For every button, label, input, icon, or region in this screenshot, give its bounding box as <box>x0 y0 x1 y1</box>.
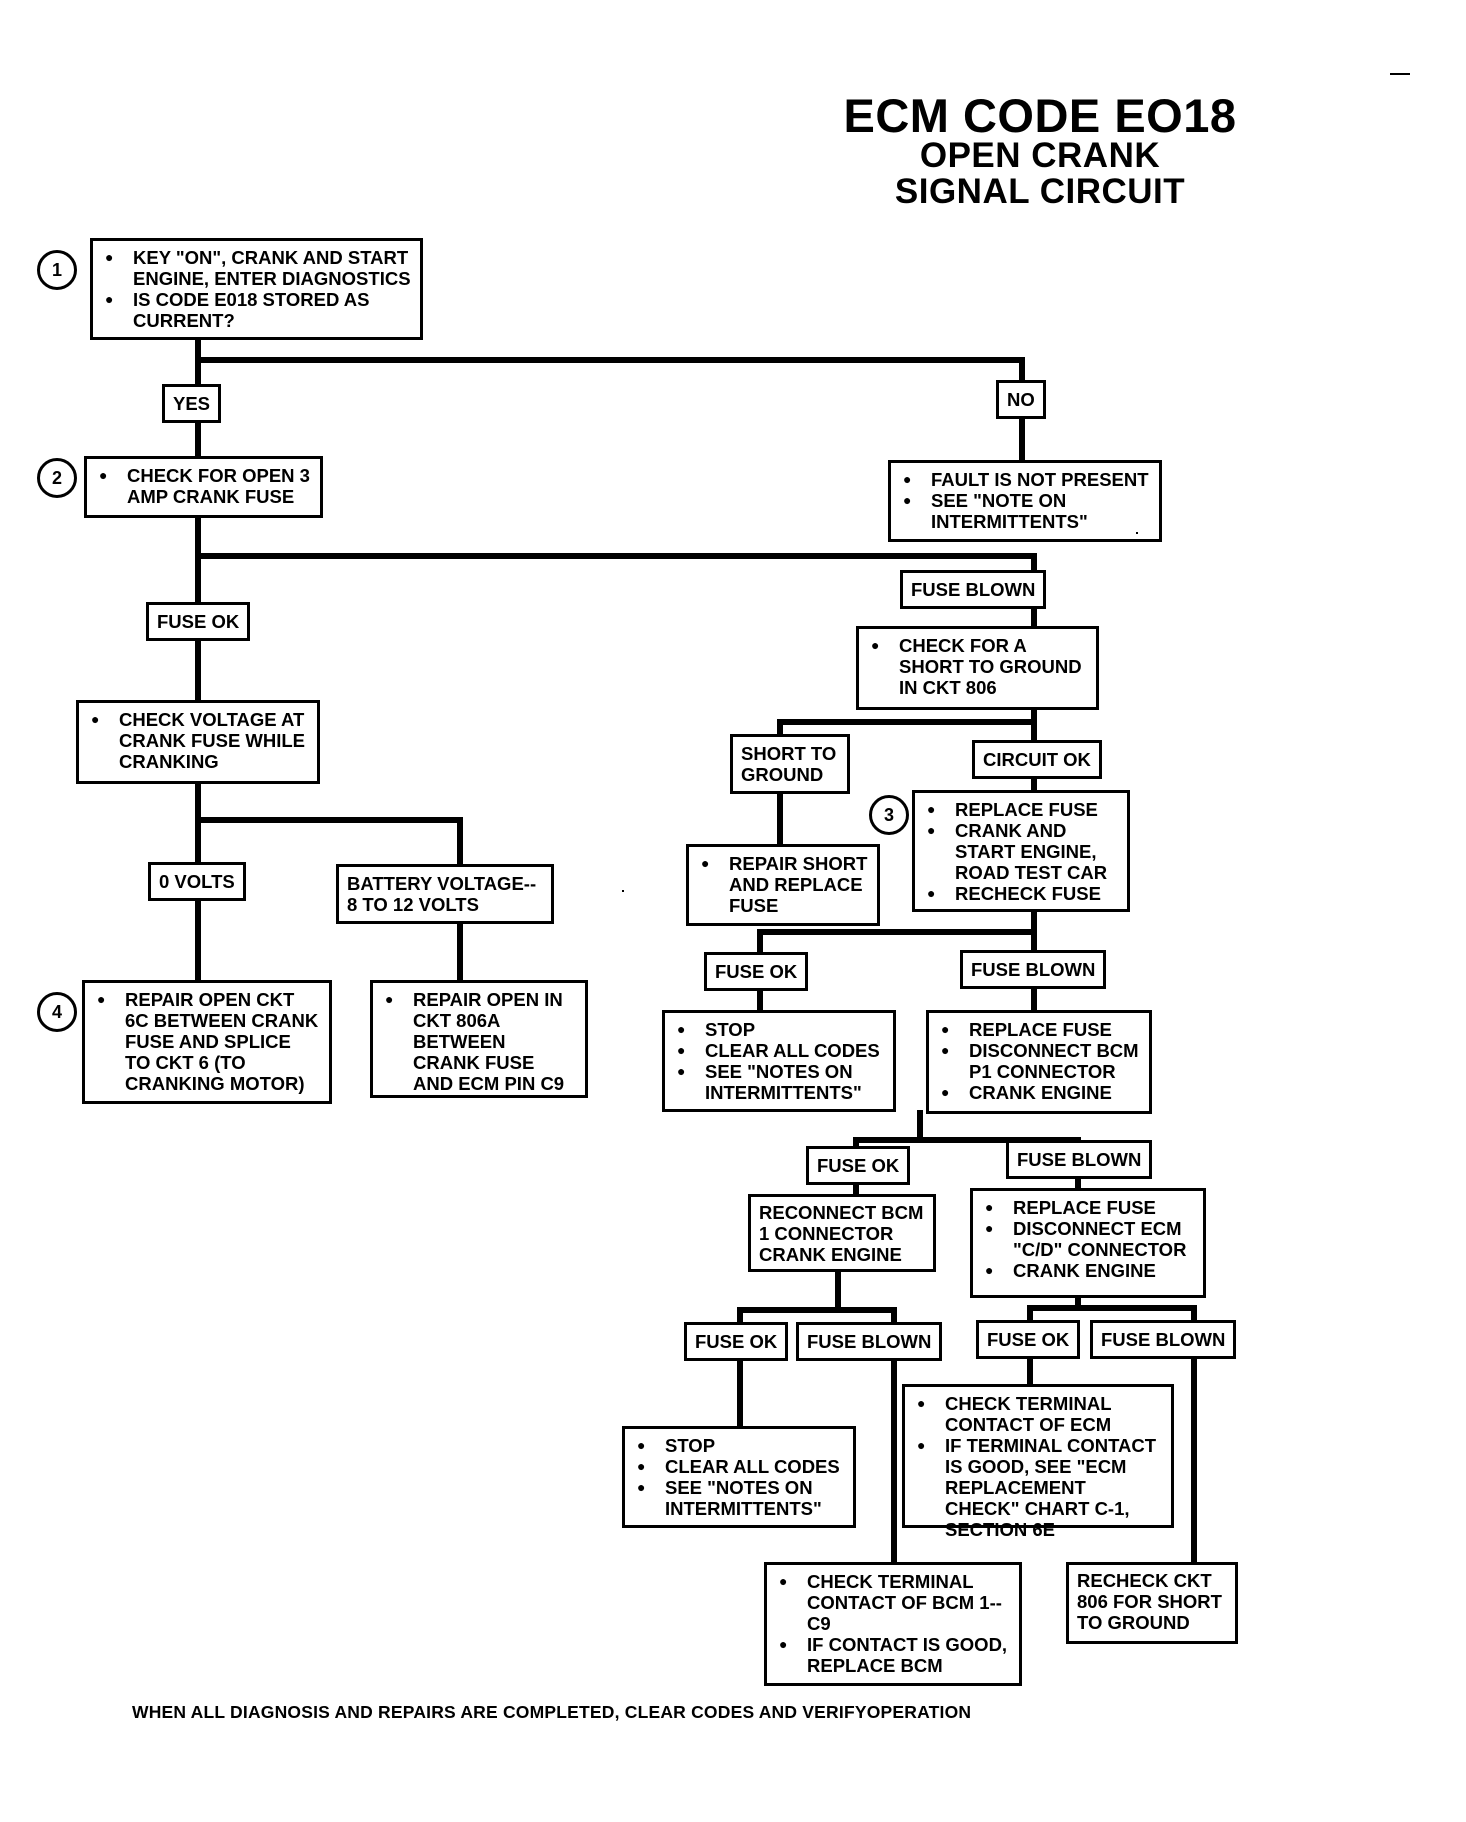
box-reconnect-bcm: RECONNECT BCM 1 CONNECTOR CRANK ENGINE <box>748 1194 936 1272</box>
label-fuse-ok-4: FUSE OK <box>684 1322 789 1361</box>
stop2-item: SEE "NOTES ON INTERMITTENTS" <box>635 1477 845 1519</box>
box-repair-6c: REPAIR OPEN CKT 6C BETWEEN CRANK FUSE AN… <box>82 980 332 1104</box>
box-step3: REPLACE FUSE CRANK AND START ENGINE, ROA… <box>912 790 1130 912</box>
label-no: NO <box>996 380 1046 419</box>
disconnect-bcm-item: REPLACE FUSE <box>939 1019 1141 1040</box>
disconnect-bcm-item: DISCONNECT BCM P1 CONNECTOR <box>939 1040 1141 1082</box>
scan-speck <box>1390 73 1410 75</box>
scan-speck <box>622 890 624 892</box>
box-step1: KEY "ON", CRANK AND START ENGINE, ENTER … <box>90 238 423 340</box>
label-short-to-ground: SHORT TO GROUND <box>730 734 850 794</box>
box-disconnect-bcm: REPLACE FUSE DISCONNECT BCM P1 CONNECTOR… <box>926 1010 1152 1114</box>
check-voltage-item: CHECK VOLTAGE AT CRANK FUSE WHILE CRANKI… <box>89 709 309 772</box>
label-fuse-blown-4: FUSE BLOWN <box>796 1322 943 1361</box>
repair-short-item: REPAIR SHORT AND REPLACE FUSE <box>699 853 869 916</box>
check-short-item: CHECK FOR A SHORT TO GROUND IN CKT 806 <box>869 635 1088 698</box>
check-bcm-item: IF CONTACT IS GOOD, REPLACE BCM <box>777 1634 1011 1676</box>
label-fuse-blown-3: FUSE BLOWN <box>1006 1140 1153 1179</box>
step-number-3: 3 <box>869 795 909 835</box>
label-circuit-ok: CIRCUIT OK <box>972 740 1102 779</box>
title-sub-2: SIGNAL CIRCUIT <box>894 172 1186 211</box>
disconnect-ecm-item: REPLACE FUSE <box>983 1197 1195 1218</box>
step-number-1: 1 <box>37 250 77 290</box>
step3-item: CRANK AND START ENGINE, ROAD TEST CAR <box>925 820 1119 883</box>
repair-6c-item: REPAIR OPEN CKT 6C BETWEEN CRANK FUSE AN… <box>95 989 321 1094</box>
box-repair-short: REPAIR SHORT AND REPLACE FUSE <box>686 844 880 926</box>
label-fuse-ok-3: FUSE OK <box>806 1146 911 1185</box>
not-present-item: SEE "NOTE ON INTERMITTENTS" <box>901 490 1151 532</box>
stop1-item: CLEAR ALL CODES <box>675 1040 885 1061</box>
stop2-item: CLEAR ALL CODES <box>635 1456 845 1477</box>
box-check-voltage: CHECK VOLTAGE AT CRANK FUSE WHILE CRANKI… <box>76 700 320 784</box>
label-fuse-blown-2: FUSE BLOWN <box>960 950 1107 989</box>
box-stop-1: STOP CLEAR ALL CODES SEE "NOTES ON INTER… <box>662 1010 896 1112</box>
box-check-ecm: CHECK TERMINAL CONTACT OF ECM IF TERMINA… <box>902 1384 1174 1540</box>
step1-item: IS CODE E018 STORED AS CURRENT? <box>103 289 412 331</box>
scan-speck <box>1136 532 1138 534</box>
check-ecm-item: IF TERMINAL CONTACT IS GOOD, SEE "ECM RE… <box>915 1435 1163 1540</box>
stop2-item: STOP <box>635 1435 845 1456</box>
label-fuse-blown-1: FUSE BLOWN <box>900 570 1047 609</box>
label-fuse-ok-5: FUSE OK <box>976 1320 1081 1359</box>
reconnect-bcm-text: RECONNECT BCM 1 CONNECTOR CRANK ENGINE <box>759 1202 924 1265</box>
step1-item: KEY "ON", CRANK AND START ENGINE, ENTER … <box>103 247 412 289</box>
box-check-bcm: CHECK TERMINAL CONTACT OF BCM 1--C9 IF C… <box>764 1562 1022 1686</box>
box-step2: CHECK FOR OPEN 3 AMP CRANK FUSE <box>84 456 323 518</box>
disconnect-ecm-item: DISCONNECT ECM "C/D" CONNECTOR <box>983 1218 1195 1260</box>
step3-item: REPLACE FUSE <box>925 799 1119 820</box>
box-repair-806a: REPAIR OPEN IN CKT 806A BETWEEN CRANK FU… <box>370 980 588 1098</box>
label-battery-voltage: BATTERY VOLTAGE-- 8 TO 12 VOLTS <box>336 864 554 924</box>
label-fuse-ok-1: FUSE OK <box>146 602 251 641</box>
title-sub-1: OPEN CRANK <box>919 136 1161 175</box>
box-check-short: CHECK FOR A SHORT TO GROUND IN CKT 806 <box>856 626 1099 710</box>
box-disconnect-ecm: REPLACE FUSE DISCONNECT ECM "C/D" CONNEC… <box>970 1188 1206 1298</box>
stop1-item: STOP <box>675 1019 885 1040</box>
step3-item: RECHECK FUSE <box>925 883 1119 904</box>
step-number-4: 4 <box>37 992 77 1032</box>
box-stop-2: STOP CLEAR ALL CODES SEE "NOTES ON INTER… <box>622 1426 856 1528</box>
disconnect-ecm-item: CRANK ENGINE <box>983 1260 1195 1281</box>
step2-item: CHECK FOR OPEN 3 AMP CRANK FUSE <box>97 465 312 507</box>
recheck-806-text: RECHECK CKT 806 FOR SHORT TO GROUND <box>1077 1570 1222 1633</box>
footer-note: WHEN ALL DIAGNOSIS AND REPAIRS ARE COMPL… <box>132 1702 972 1722</box>
step-number-2: 2 <box>37 458 77 498</box>
box-not-present: FAULT IS NOT PRESENT SEE "NOTE ON INTERM… <box>888 460 1162 542</box>
label-fuse-blown-5: FUSE BLOWN <box>1090 1320 1237 1359</box>
repair-806a-item: REPAIR OPEN IN CKT 806A BETWEEN CRANK FU… <box>383 989 577 1094</box>
label-zero-volts: 0 VOLTS <box>148 862 246 901</box>
label-yes: YES <box>162 384 222 423</box>
disconnect-bcm-item: CRANK ENGINE <box>939 1082 1141 1103</box>
box-recheck-806: RECHECK CKT 806 FOR SHORT TO GROUND <box>1066 1562 1238 1644</box>
label-fuse-ok-2: FUSE OK <box>704 952 809 991</box>
not-present-item: FAULT IS NOT PRESENT <box>901 469 1151 490</box>
title-main: ECM CODE EO18 <box>843 89 1237 142</box>
check-ecm-item: CHECK TERMINAL CONTACT OF ECM <box>915 1393 1163 1435</box>
stop1-item: SEE "NOTES ON INTERMITTENTS" <box>675 1061 885 1103</box>
check-bcm-item: CHECK TERMINAL CONTACT OF BCM 1--C9 <box>777 1571 1011 1634</box>
